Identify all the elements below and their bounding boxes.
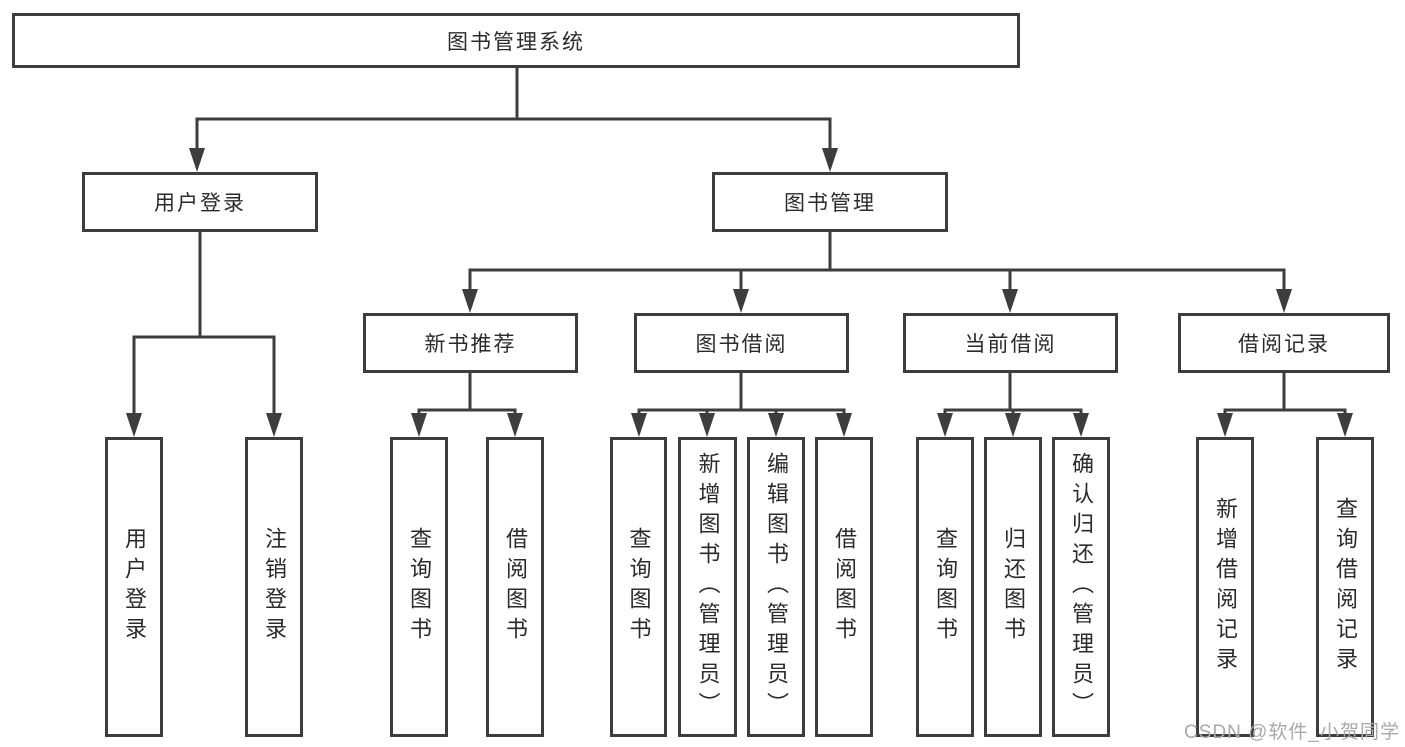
node-leaf-add-borrow-record: 新增借阅记录	[1196, 437, 1254, 737]
arrow-leaf-edit-book	[768, 413, 784, 437]
node-label: 当前借阅	[964, 333, 1057, 356]
node-label: 借阅记录	[1238, 333, 1330, 356]
node-leaf-borrow-books-2: 借阅图书	[815, 437, 873, 737]
node-label: 查询图书	[407, 527, 432, 647]
node-label: 用户登录	[154, 192, 246, 215]
node-leaf-borrow-books-1: 借阅图书	[486, 437, 544, 737]
arrow-book-mgmt	[822, 148, 838, 172]
csdn-watermark: CSDN @软件_小贺同学	[1184, 722, 1400, 743]
node-label: 确认归还（管理员）	[1069, 452, 1094, 722]
node-label: 图书管理系统	[447, 30, 585, 54]
node-label: 图书管理	[784, 192, 876, 215]
node-new-book-recommend: 新书推荐	[363, 313, 578, 373]
node-library-management-system: 图书管理系统	[12, 13, 1020, 68]
arrow-leaf-query-books-3	[937, 413, 953, 437]
node-label: 归还图书	[1001, 527, 1026, 647]
arrow-current-borrow	[1002, 289, 1018, 313]
node-label: 图书借阅	[695, 333, 788, 356]
node-leaf-edit-book-admin: 编辑图书（管理员）	[747, 437, 805, 737]
node-label: 编辑图书（管理员）	[764, 452, 789, 722]
arrow-leaf-add-book	[699, 413, 715, 437]
arrow-leaf-query-record	[1337, 413, 1353, 437]
node-label: 借阅图书	[832, 527, 857, 647]
arrow-borrow-records	[1276, 289, 1292, 313]
arrow-leaf-user-login	[126, 413, 142, 437]
node-label: 新增借阅记录	[1213, 497, 1238, 677]
arrow-user-login	[189, 148, 205, 172]
node-label: 借阅图书	[503, 527, 528, 647]
node-label: 查询图书	[626, 527, 652, 647]
node-leaf-return-book: 归还图书	[984, 437, 1042, 737]
arrow-leaf-borrow-books-2	[836, 413, 852, 437]
connector-book-borrow-branch	[637, 408, 846, 414]
arrow-leaf-query-books-1	[411, 413, 427, 437]
node-leaf-query-books-2: 查询图书	[610, 437, 667, 737]
node-leaf-confirm-return-admin: 确认归还（管理员）	[1052, 437, 1110, 737]
node-label: 查询借阅记录	[1333, 497, 1358, 677]
arrow-leaf-logout	[266, 413, 282, 437]
node-leaf-add-book-admin: 新增图书（管理员）	[678, 437, 737, 737]
arrow-leaf-return-book	[1005, 413, 1021, 437]
arrow-leaf-query-books-2	[631, 413, 647, 437]
connector-user-login-branch	[132, 335, 276, 415]
node-leaf-query-books-3: 查询图书	[916, 437, 974, 737]
connector-book-mgmt-branch	[468, 268, 1286, 291]
arrow-leaf-borrow-books-1	[507, 413, 523, 437]
node-leaf-logout: 注销登录	[245, 437, 303, 737]
node-user-login: 用户登录	[82, 172, 318, 232]
node-borrow-records: 借阅记录	[1178, 313, 1390, 373]
node-label: 注销登录	[262, 527, 287, 647]
node-label: 查询图书	[933, 527, 958, 647]
arrow-book-borrow	[733, 289, 749, 313]
node-leaf-query-borrow-record: 查询借阅记录	[1316, 437, 1374, 737]
node-leaf-query-books-1: 查询图书	[390, 437, 448, 737]
arrow-leaf-add-record	[1217, 413, 1233, 437]
node-label: 新书推荐	[424, 333, 517, 356]
connector-current-borrow-branch	[943, 408, 1083, 414]
node-leaf-user-login: 用户登录	[105, 437, 163, 737]
node-book-management: 图书管理	[712, 172, 948, 232]
node-current-borrow: 当前借阅	[903, 313, 1118, 373]
node-book-borrow: 图书借阅	[634, 313, 849, 373]
arrow-leaf-confirm-return	[1073, 413, 1089, 437]
connector-new-book-branch	[417, 408, 517, 414]
node-label: 新增图书（管理员）	[695, 452, 721, 722]
arrow-new-book	[462, 289, 478, 313]
connector-borrow-records-branch	[1223, 408, 1347, 414]
node-label: 用户登录	[122, 527, 147, 647]
connector-root-branch	[195, 117, 832, 152]
